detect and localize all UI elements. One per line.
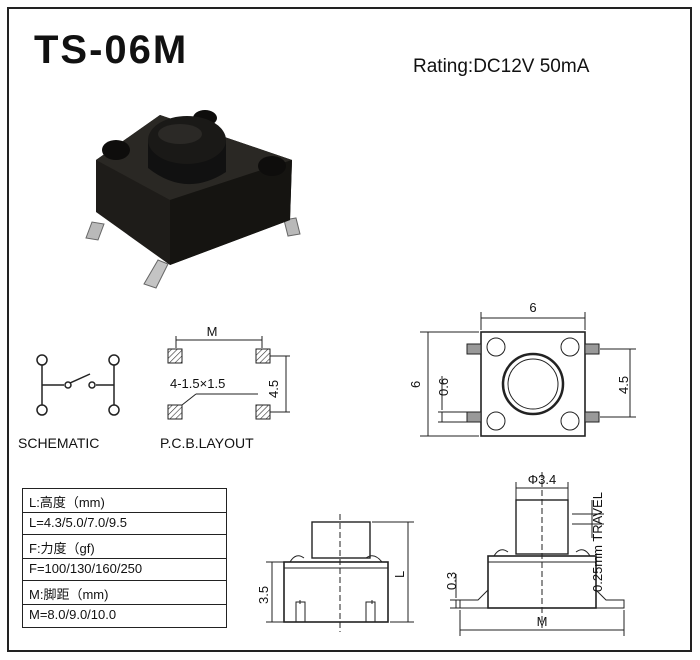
side-view: [450, 472, 625, 636]
spec-value: F=100/130/160/250: [23, 558, 226, 578]
pcb-dim-45: 4.5: [266, 380, 281, 398]
spec-row-force: F:力度（gf) F=100/130/160/250: [23, 535, 226, 581]
diagram-frame: [7, 7, 692, 652]
rating-text: Rating:DC12V 50mA: [413, 56, 590, 77]
front-view: [266, 514, 414, 632]
schematic-symbol: [36, 354, 120, 416]
spec-value: L=4.3/5.0/7.0/9.5: [23, 512, 226, 532]
top-dim-06: 0.6: [436, 378, 451, 396]
spec-label: L:高度（mm): [29, 495, 105, 510]
pcb-layout: [167, 336, 290, 420]
spec-table: L:高度（mm) L=4.3/5.0/7.0/9.5 F:力度（gf) F=10…: [22, 488, 227, 628]
top-view: [420, 312, 636, 437]
spec-value: M=8.0/9.0/10.0: [23, 604, 226, 624]
spec-label: F:力度（gf): [29, 541, 95, 556]
side-dim-phi: Φ3.4: [528, 472, 556, 487]
spec-label: M:脚距（mm): [29, 587, 109, 602]
front-dim-35: 3.5: [256, 586, 271, 604]
schematic-label: SCHEMATIC: [18, 435, 99, 451]
top-dim-height: 6: [408, 381, 423, 388]
front-dim-l: L: [392, 571, 407, 578]
pcb-dim-holes: 4-1.5×1.5: [170, 376, 225, 391]
pcb-dim-m: M: [207, 324, 218, 339]
pcb-label: P.C.B.LAYOUT: [160, 435, 254, 451]
top-dim-width: 6: [529, 300, 536, 315]
spec-row-pitch: M:脚距（mm) M=8.0/9.0/10.0: [23, 581, 226, 627]
product-title: TS-06M: [34, 28, 189, 72]
top-dim-45: 4.5: [616, 376, 631, 394]
side-dim-03: 0.3: [444, 572, 459, 590]
spec-row-length: L:高度（mm) L=4.3/5.0/7.0/9.5: [23, 489, 226, 535]
side-dim-travel: 0.25mm TRAVEL: [590, 492, 605, 592]
side-dim-m: M: [537, 614, 548, 629]
switch-photo: [85, 110, 301, 289]
